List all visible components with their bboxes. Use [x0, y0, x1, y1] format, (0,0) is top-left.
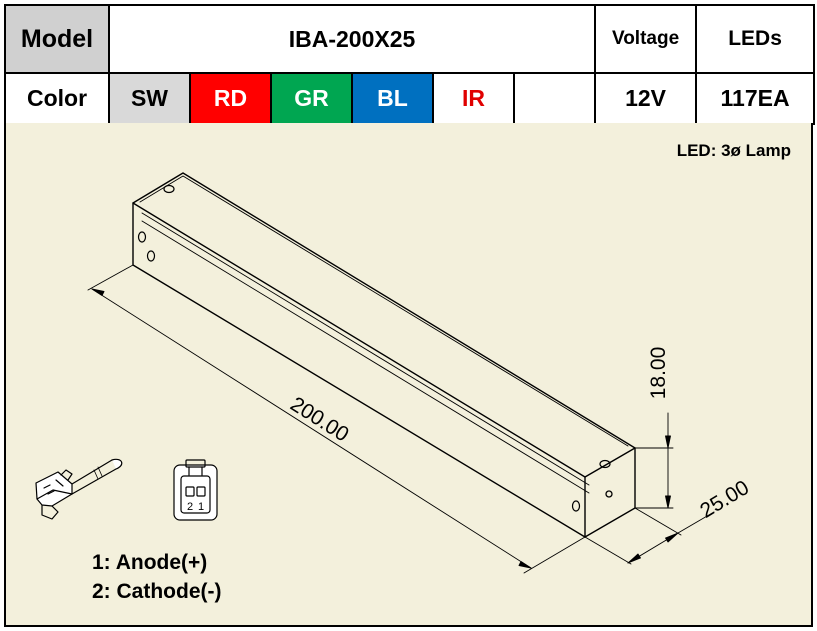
dimension-length [87, 264, 586, 574]
leds-label: LEDs [695, 4, 816, 74]
spec-sheet: Model IBA-200X25 Voltage LEDs Color SW R… [4, 4, 816, 627]
led-lamp-icon [605, 490, 613, 498]
mounting-holes [137, 184, 611, 512]
isometric-drawing: 200.00 18.00 25.00 2 1 [35, 172, 753, 574]
connector-plug-side-view [35, 458, 123, 520]
voltage-value: 12V [594, 72, 698, 125]
spec-table: Model IBA-200X25 Voltage LEDs Color SW R… [4, 4, 816, 125]
hole-top-right [599, 459, 611, 469]
color-option-rd: RD [189, 72, 272, 125]
color-option-sw: SW [108, 72, 191, 125]
hole-top-left [163, 184, 175, 194]
dimension-width-label: 25.00 [696, 476, 753, 523]
model-label: Model [4, 4, 110, 74]
voltage-label: Voltage [594, 4, 698, 74]
color-option-bl: BL [351, 72, 434, 125]
dimension-height-label: 18.00 [647, 347, 670, 400]
color-option-ir: IR [432, 72, 515, 125]
hole-side-left-2 [146, 250, 156, 262]
dimension-length-label: 200.00 [286, 393, 353, 447]
dimension-height [634, 412, 674, 509]
pin-2-description: 2: Cathode(-) [92, 580, 222, 603]
leds-value: 117EA [695, 72, 816, 125]
pin-1-description: 1: Anode(+) [92, 551, 208, 574]
connector-front-view [173, 459, 218, 521]
hole-side-right [571, 500, 581, 512]
dimension-width [584, 507, 715, 565]
led-note: LED: 3ø Lamp [676, 141, 791, 160]
color-label: Color [4, 72, 110, 125]
hole-side-left-1 [137, 231, 147, 243]
technical-drawing: 200.00 18.00 25.00 2 1 LED: 3ø Lamp 1: A… [4, 123, 813, 627]
model-value: IBA-200X25 [107, 4, 597, 74]
color-option-empty [512, 72, 597, 125]
connector-pin-1-number: 1 [198, 501, 204, 513]
color-option-gr: GR [270, 72, 353, 125]
connector-pin-2-number: 2 [187, 501, 193, 513]
